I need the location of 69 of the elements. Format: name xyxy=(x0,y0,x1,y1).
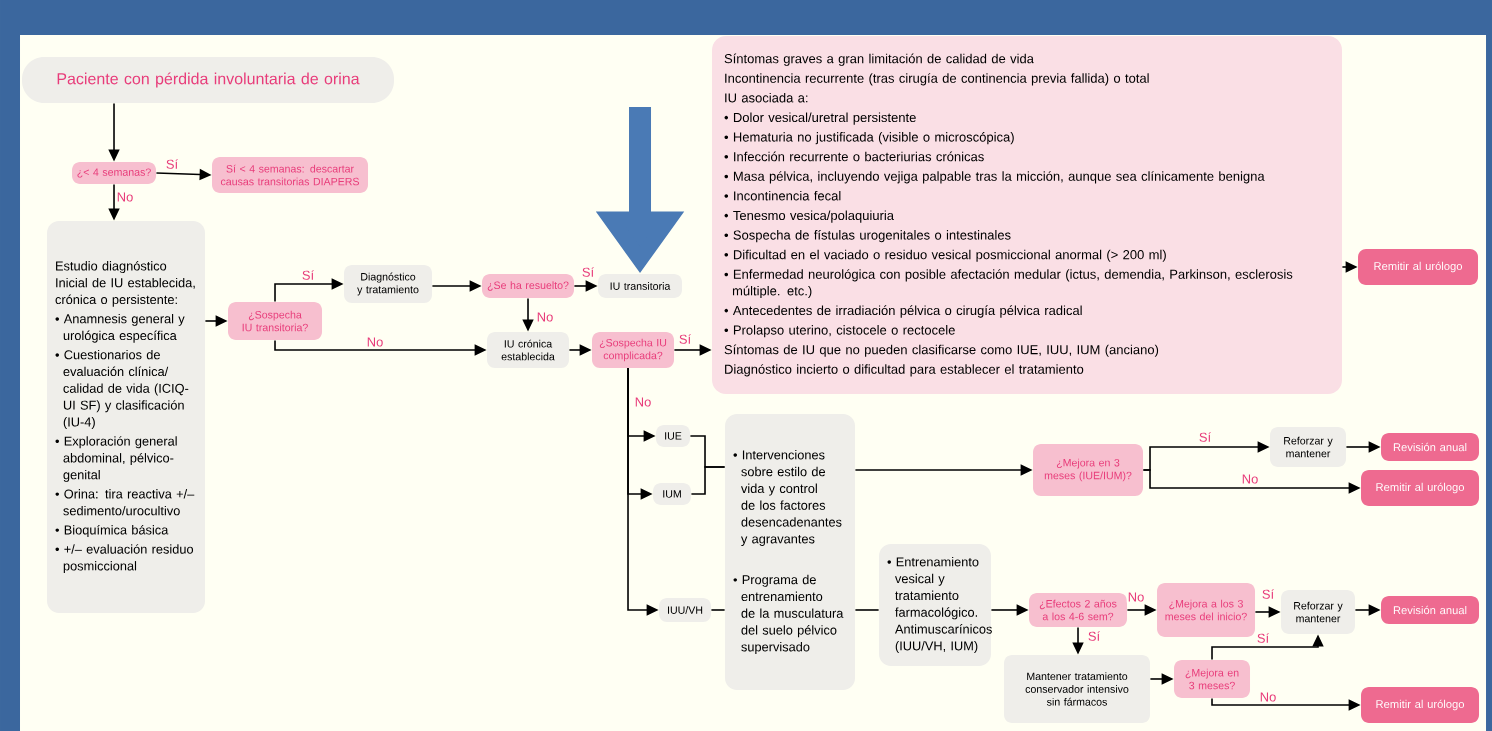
connector-line xyxy=(690,466,726,495)
decision-box: ¿Mejora en 3 meses (IUE/IUM)? xyxy=(1033,444,1143,496)
list-item: Estudio diagnóstico Inicial de IU establecida, crónica o persistente: xyxy=(55,260,195,307)
connector-line xyxy=(710,609,726,611)
list-item: • Antecedentes de irradiación pélvica o cirugía pélvica radical xyxy=(724,305,1082,318)
list-item: • Masa pélvica, incluyendo vejiga palpable tras la micción, aunque sea clínicamente benigna xyxy=(724,171,1265,184)
study-box xyxy=(47,221,205,613)
process-box: Mantener tratamiento conservador intensivo sin fármacos xyxy=(1004,655,1150,723)
list-item: IU asociada a: xyxy=(725,92,808,103)
edge-label: Sí xyxy=(164,158,180,170)
start-box: Paciente con pérdida involuntaria de orina xyxy=(22,57,394,103)
edge-label: Sí xyxy=(1255,632,1271,644)
process-box: Reforzar y mantener xyxy=(1270,427,1346,467)
edge-label: No xyxy=(535,311,555,323)
edge-label: No xyxy=(1126,591,1146,603)
outcome-box: Remitir al urólogo xyxy=(1361,687,1479,723)
list-item: • Tenesmo vesica/polaquiuria xyxy=(724,210,894,223)
edge-label: No xyxy=(1258,691,1278,703)
edge-label: No xyxy=(1240,473,1260,485)
list-item: • Intervenciones sobre estilo de vida y control de los factores desencadenantes y agravantes xyxy=(733,450,842,546)
list-item: Síntomas de IU que no pueden clasificarse como IUE, IUU, IUM (anciano) xyxy=(724,344,1159,357)
list-item: • Hematuria no justificada (visible o microscópica) xyxy=(724,131,1014,145)
list-item: • Programa de entrenamiento de la musculatura del suelo pélvico supervisado xyxy=(733,574,844,654)
list-item: • Prolapso uterino, cistocele o rectocele xyxy=(724,325,955,338)
edge-label: No xyxy=(115,191,135,203)
process-box: IU crónica establecida xyxy=(487,332,569,368)
list-item: • Orina: tira reactiva +/– sedimento/urocultivo xyxy=(55,489,195,516)
connector-line xyxy=(854,609,880,611)
process-box: Diagnóstico y tratamiento xyxy=(344,265,432,303)
list-item: • Enfermedad neurológica con posible afectación medular (ictus, demendia, Parkinson, esclerosis múltiple. etc.) xyxy=(724,269,1293,298)
decision-box: ¿Sospecha IU complicada? xyxy=(592,332,674,368)
list-item: Incontinencia recurrente (tras cirugía de continencia previa fallida) o total xyxy=(725,73,1149,86)
list-item: • Dolor vesical/uretral persistente xyxy=(724,112,916,125)
criteria-box xyxy=(712,36,1342,394)
edge-label: Sí xyxy=(1197,431,1213,443)
outcome-box: Remitir al urólogo xyxy=(1361,470,1479,506)
process-box: IU transitoria xyxy=(598,274,682,298)
edge-label: Sí xyxy=(677,333,693,345)
list-item: • Infección recurrente o bacteriurias crónicas xyxy=(724,151,984,162)
type-box: IUM xyxy=(653,483,691,505)
treatment-box xyxy=(725,414,855,690)
list-item: Síntomas graves a gran limitación de calidad de vida xyxy=(724,53,1034,66)
outcome-box: Remitir al urólogo xyxy=(1358,249,1478,285)
decision-box: ¿Mejora a los 3 meses del inicio? xyxy=(1157,583,1255,637)
decision-box: ¿Mejora en 3 meses? xyxy=(1174,660,1250,698)
decision-box: ¿Efectos 2 años a los 4-6 sem? xyxy=(1029,593,1127,627)
edge-label: Sí xyxy=(300,269,316,281)
edge-label: No xyxy=(365,336,385,348)
list-item: • Incontinencia fecal xyxy=(724,190,841,201)
decision-box: ¿Se ha resuelto? xyxy=(482,274,574,298)
list-item: • Cuestionarios de evaluación clínica/ calidad de vida (ICIQ-UI SF) y clasificación (IU-4) xyxy=(55,349,189,429)
treatment-box xyxy=(879,544,992,666)
decision-box: ¿Sospecha IU transitoria? xyxy=(228,302,322,340)
edge-label: Sí xyxy=(1260,588,1276,600)
edge-label: No xyxy=(633,396,653,408)
list-item: • Anamnesis general y urológica específica xyxy=(55,313,185,343)
list-item: • Dificultad en el vaciado o residuo vesical posmiccional anormal (> 200 ml) xyxy=(724,249,1166,262)
list-item: • +/– evaluación residuo posmiccional xyxy=(55,544,194,574)
list-item: • Sospecha de fístulas urogenitales o intestinales xyxy=(724,229,1011,243)
list-item: Diagnóstico incierto o dificultad para establecer el tratamiento xyxy=(725,364,1084,377)
outcome-box: Revisión anual xyxy=(1381,596,1479,624)
edge-label: Sí xyxy=(580,266,596,278)
list-item: • Exploración general abdominal, pélvico-genital xyxy=(55,436,177,482)
note-box: Sí < 4 semanas: descartar causas transitorias DIAPERS xyxy=(212,157,368,193)
list-item: • Bioquímica básica xyxy=(55,524,169,538)
process-box: Reforzar y mantener xyxy=(1281,590,1355,634)
edge-label: Sí xyxy=(1086,630,1102,642)
outcome-box: Revisión anual xyxy=(1381,433,1479,461)
list-item: • Entrenamiento vesical y tratamiento farmacológico. Antimuscarínicos (IUU/VH, IUM) xyxy=(887,557,992,653)
